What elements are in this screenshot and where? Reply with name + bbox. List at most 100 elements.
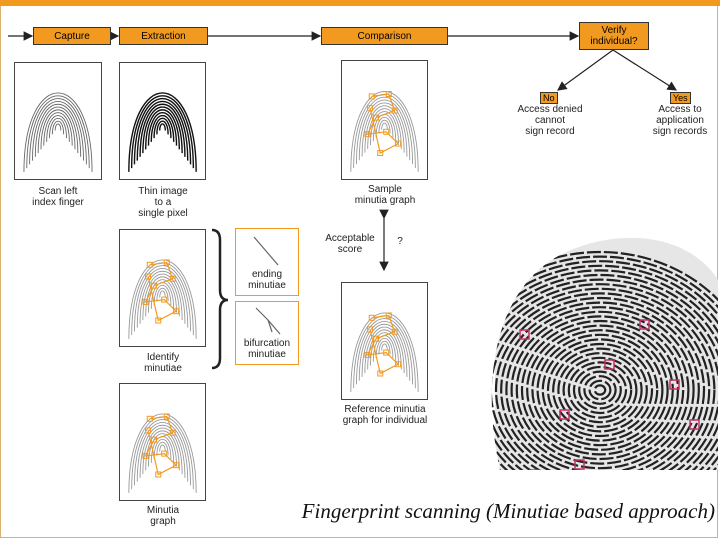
ridge-line (147, 112, 178, 146)
minutia-marker (151, 282, 157, 289)
ridge-line (34, 103, 82, 157)
ridge-line (144, 109, 181, 150)
scan-fingerprint-panel (14, 62, 102, 180)
ridge-line (381, 343, 388, 351)
ridge-line (139, 103, 186, 157)
ridge-line (350, 91, 419, 172)
ridge-line (43, 112, 73, 146)
minutia-marker (161, 450, 168, 457)
ridge-line (378, 119, 391, 134)
ridge-line (150, 114, 175, 142)
ridge-line (156, 120, 169, 135)
minutia-marker (155, 471, 162, 478)
arrow-verify-no (557, 49, 614, 91)
thin-fingerprint-panel (119, 62, 206, 180)
ridge-line (26, 95, 90, 169)
curly-brace (211, 228, 229, 370)
minutia-marker (163, 259, 170, 266)
minutia-marker (368, 93, 375, 100)
ridge-line (381, 122, 388, 130)
ridge-line (370, 111, 399, 146)
ridge-line (130, 95, 195, 169)
ridge-line (136, 422, 189, 482)
identify-caption: Identify minutiae (144, 352, 182, 374)
top-accent-bar (0, 0, 720, 6)
minutia-marker (383, 128, 390, 135)
capture-step: Capture (33, 27, 111, 45)
verify-label: Verify individual? (590, 25, 638, 47)
minutia-graph-lines (366, 314, 400, 375)
reference-graph-panel (341, 282, 428, 400)
identify-fingerprint-image (128, 259, 197, 339)
minutia-marker (161, 296, 168, 303)
extraction-step: Extraction (119, 27, 208, 45)
ridge-line (370, 332, 399, 366)
minutia-graph-lines (144, 261, 178, 322)
comparison-step: Comparison (321, 27, 448, 45)
minutia-marker (169, 275, 176, 282)
minutia-marker (373, 114, 379, 121)
extraction-label: Extraction (141, 30, 186, 42)
ridge-line (153, 117, 172, 139)
ending-minutiae-box: ending minutiae (235, 228, 299, 296)
minutia-marker (368, 314, 375, 321)
minutia-marker (151, 436, 157, 443)
ridge-line (134, 265, 191, 332)
minutia-graph-caption: Minutia graph (146, 505, 180, 527)
minutia-marker (364, 131, 371, 138)
fingerprint-image (23, 92, 93, 172)
ridge-line (375, 338, 394, 359)
ridge-line (136, 268, 189, 328)
minutia-marker (146, 415, 153, 422)
minutia-marker (173, 462, 180, 469)
ridge-line (159, 290, 166, 298)
ridge-line (356, 318, 413, 385)
ridge-line (364, 326, 405, 374)
sample-graph-panel (341, 60, 428, 180)
ridge-line (40, 109, 76, 150)
ridge-line (32, 101, 84, 161)
minutia-marker (146, 261, 153, 268)
thin-caption: Thin image to a single pixel (138, 186, 188, 219)
ridge-line (148, 433, 177, 467)
ridge-line (156, 287, 169, 302)
minutia-marker (385, 91, 392, 98)
sample-graph-image (350, 91, 419, 172)
ridge-line (356, 96, 413, 165)
minutia-marker (155, 317, 162, 324)
ridge-line (54, 123, 62, 131)
ridge-line (139, 270, 186, 324)
ridge-line (350, 312, 419, 392)
ridge-line (367, 108, 402, 149)
scan-caption: Scan left index finger (32, 186, 84, 208)
ridge-line (139, 424, 186, 478)
ridge-line (51, 120, 65, 135)
ridge-line (133, 97, 192, 165)
ridge-line (145, 276, 180, 317)
slide-title: Fingerprint scanning (Minutiae based app… (301, 499, 715, 523)
acceptable-score-caption: Acceptable score (325, 233, 375, 255)
ridge-line (46, 115, 70, 142)
ridge-line (148, 279, 177, 313)
ridge-line (142, 106, 183, 154)
minutia-marker (391, 107, 398, 114)
minutia-marker (169, 429, 176, 436)
no-outcome-text: Access denied cannot sign record (517, 104, 583, 137)
bifurcation-minutiae-box: bifurcation minutiae (235, 301, 299, 365)
ridge-line (159, 444, 166, 452)
ridge-line (158, 123, 167, 131)
minutia-graph-lines (366, 93, 400, 154)
ridge-line (364, 105, 405, 153)
minutia-marker (367, 105, 374, 112)
comparison-label: Comparison (357, 30, 412, 42)
minutia-marker (391, 328, 398, 335)
ridge-line (361, 102, 408, 157)
minutia-graph-lines (144, 415, 178, 476)
ending-minutiae-icon (253, 236, 279, 266)
minutia-marker (377, 370, 384, 377)
minutia-marker (145, 427, 152, 434)
minutia-marker (364, 351, 371, 358)
minutia-marker (373, 335, 379, 342)
